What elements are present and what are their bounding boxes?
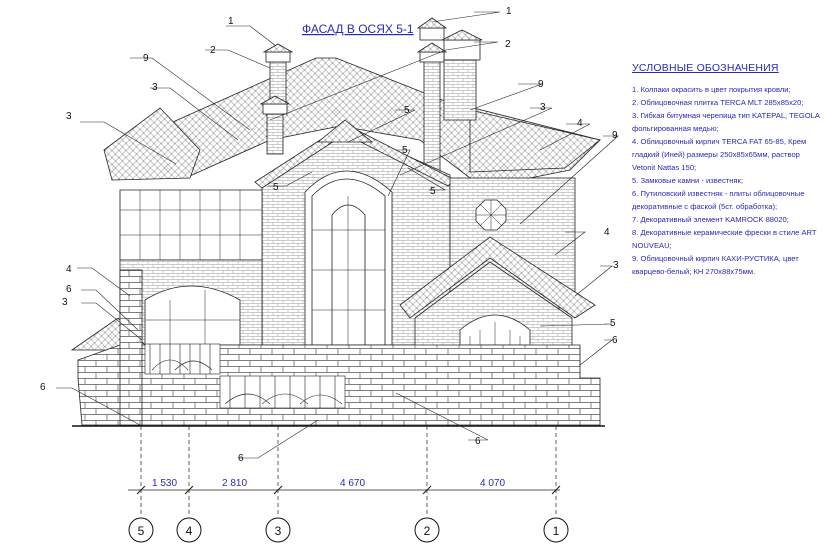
- callout-5: 5: [404, 105, 410, 116]
- right-lower-gable: [399, 236, 596, 319]
- callout-9: 9: [143, 53, 149, 64]
- callout-5: 5: [430, 186, 436, 197]
- callout-6: 6: [40, 382, 46, 393]
- legend-item: 7. Декоративный элемент KAMROCK 88020;: [632, 215, 789, 224]
- axis-markers: [128, 517, 569, 543]
- dimension-values: 1 530 2 810 4 670 4 070: [152, 478, 505, 489]
- axis-label-5: 5: [138, 524, 145, 538]
- right-roof-wing: [469, 109, 601, 173]
- legend-item: 6. Путиловский известняк - плиты облицов…: [632, 189, 805, 211]
- legend-title: УСЛОВНЫЕ ОБОЗНАЧЕНИЯ: [632, 62, 779, 74]
- axis-marker-4: [176, 517, 202, 543]
- callout-4: 4: [577, 118, 583, 129]
- balcony-railing: [144, 343, 346, 409]
- callout-9: 9: [538, 79, 544, 90]
- callout-2: 2: [210, 45, 216, 56]
- callout-5: 5: [610, 318, 616, 329]
- dimension-value: 2 810: [222, 478, 247, 489]
- dimension-value: 4 070: [480, 478, 505, 489]
- left-roof-wing: [103, 107, 201, 181]
- left-conservatory: [119, 189, 263, 261]
- facade-building: [70, 17, 605, 427]
- chimney-right: [423, 59, 441, 181]
- callout-3: 3: [613, 260, 619, 271]
- callout-9: 9: [612, 130, 618, 141]
- callout-3: 3: [62, 297, 68, 308]
- legend: УСЛОВНЫЕ ОБОЗНАЧЕНИЯ 1. Колпаки окрасить…: [632, 62, 822, 278]
- callout-5: 5: [402, 145, 408, 156]
- dimension-value: 1 530: [152, 478, 177, 489]
- callout-6: 6: [612, 335, 618, 346]
- callout-labels: 1 1 2 2 9 9 9 3 3 3 3 3 5 5 5 5 5 4 4 4 …: [40, 6, 619, 464]
- axis-marker-5: [128, 517, 154, 543]
- axis-labels: 5 4 3 2 1: [138, 524, 560, 538]
- legend-list: 1. Колпаки окрасить в цвет покрытия кров…: [632, 83, 822, 278]
- dimension-value: 4 670: [340, 478, 365, 489]
- axis-marker-2: [414, 517, 440, 543]
- callout-6: 6: [475, 436, 481, 447]
- axis-label-1: 1: [553, 524, 560, 538]
- axis-marker-3: [265, 517, 291, 543]
- callout-3: 3: [540, 102, 546, 113]
- callout-5: 5: [273, 182, 279, 193]
- callout-3: 3: [152, 82, 158, 93]
- legend-item: 2. Облицовочная плитка TERCA MLT 285х85х…: [632, 98, 804, 107]
- legend-item: 5. Замковые камни - известняк;: [632, 176, 743, 185]
- callout-1: 1: [228, 16, 234, 27]
- axis-label-4: 4: [186, 524, 193, 538]
- left-pillar: [119, 269, 143, 426]
- legend-item: 9. Облицовочный кирпич КАХИ-РУСТИКА, цве…: [632, 254, 799, 276]
- axis-label-2: 2: [424, 524, 431, 538]
- callout-2: 2: [505, 39, 511, 50]
- legend-item: 1. Колпаки окрасить в цвет покрытия кров…: [632, 85, 791, 94]
- chimney-mid: [266, 113, 284, 155]
- callout-6: 6: [66, 284, 72, 295]
- axis-label-3: 3: [275, 524, 282, 538]
- callout-leaders: [56, 11, 619, 459]
- callout-6: 6: [238, 453, 244, 464]
- callout-3: 3: [66, 111, 72, 122]
- drawing-title: ФАСАД В ОСЯХ 5-1: [302, 22, 414, 36]
- left-arch-door: [144, 285, 241, 346]
- dimension-chain: [128, 426, 561, 516]
- callout-4: 4: [604, 227, 610, 238]
- callout-1: 1: [506, 6, 512, 17]
- legend-item: 8. Декоративные керамические фрески в ст…: [632, 228, 817, 250]
- central-arch-window: [304, 170, 393, 346]
- legend-item: 4. Облицовочный кирпич TERCA FAT 65-85, …: [632, 137, 807, 172]
- legend-item: 3. Гибкая битумная черепица тип KATEPAL,…: [632, 111, 820, 133]
- axis-marker-1: [543, 517, 569, 543]
- callout-4: 4: [66, 264, 72, 275]
